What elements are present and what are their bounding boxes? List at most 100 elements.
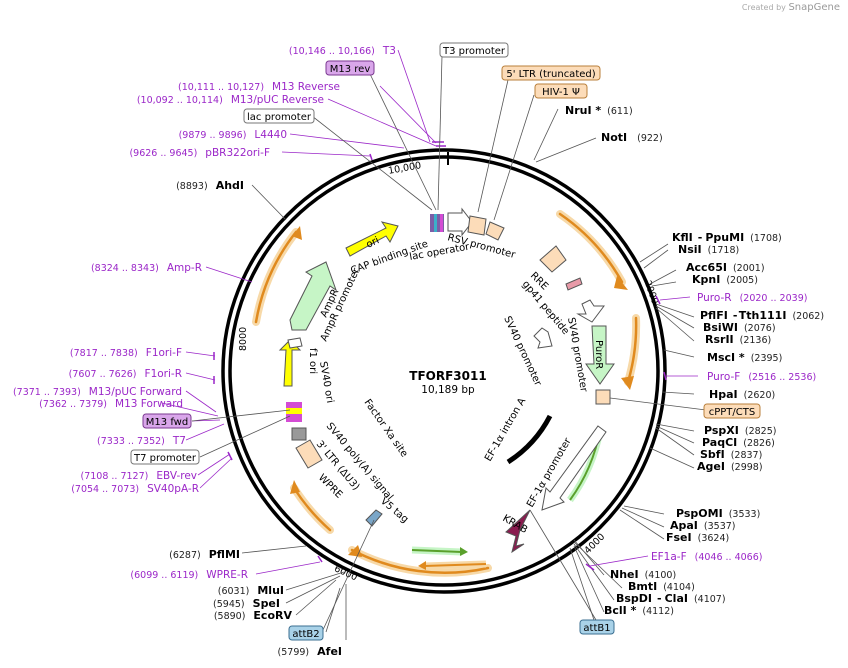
primer-m13puc-reverse: (10,092 .. 10,114)M13/pUC Reverse <box>137 94 324 106</box>
ltr5-block <box>467 215 487 236</box>
box-cppt <box>703 403 761 419</box>
box-lines <box>191 55 707 633</box>
label-v5-tag: V5 tag <box>378 496 410 525</box>
orange-arrowhead-2 <box>621 376 634 390</box>
backbone-inner <box>228 155 660 587</box>
box-m13-rev <box>325 60 375 76</box>
label-sv40ori: SV40 ori <box>317 361 335 404</box>
primer-puro-r: Puro-R(2020 .. 2039) <box>697 292 807 304</box>
plasmid-name: TFORF3011 <box>409 369 486 383</box>
site-paqci: PaqCI(2826) <box>702 436 775 449</box>
sv40ori-stripe-y <box>286 408 302 414</box>
site-noti: NotI(922) <box>601 131 663 144</box>
box-t3-promoter <box>439 42 509 58</box>
primer-lines <box>161 49 698 575</box>
box-hiv <box>534 83 588 99</box>
inner-features <box>278 207 615 554</box>
primer-f1ori-r: (7607 .. 7626)F1ori-R <box>69 368 182 380</box>
primer-l4440: (9879 .. 9896)L4440 <box>179 129 287 141</box>
primer-puro-f: Puro-F(2516 .. 2536) <box>707 371 816 383</box>
site-afei: (5799)AfeI <box>278 645 342 658</box>
site-acc65i: Acc65I(2001) <box>686 261 765 274</box>
primer-m13-reverse: (10,111 .. 10,127)M13 Reverse <box>178 81 340 93</box>
primer-t3: (10,146 .. 10,166)T3 <box>289 45 396 57</box>
primer-wpre-r: (6099 .. 6119)WPRE-R <box>130 569 248 581</box>
box-m13-fwd <box>142 413 192 429</box>
sv40-promoter-arrow-1 <box>576 299 605 323</box>
primer-sv40pa-r: (7054 .. 7073)SV40pA-R <box>71 483 199 495</box>
primer-f1ori-f: (7817 .. 7838)F1ori-F <box>70 347 182 359</box>
box-lac-promoter-text: lac promoter <box>247 112 312 123</box>
box-attb1 <box>579 619 615 635</box>
wpre-block <box>295 439 323 469</box>
site-rsrii: RsrII(2136) <box>705 333 771 346</box>
ef1a-promoter-arrow <box>541 425 607 511</box>
site-nsii: NsiI(1718) <box>678 243 739 256</box>
stripe-a <box>434 214 437 232</box>
box-ltr5-text: 5' LTR (truncated) <box>506 69 595 80</box>
site-spei: (5945)SpeI <box>213 597 280 610</box>
orange-arrowhead-4 <box>290 480 300 494</box>
orange-arc-5-core <box>254 230 298 324</box>
orange-arrowhead-5 <box>292 226 302 240</box>
cppt-block <box>595 389 611 405</box>
orange-arrowhead-inner <box>418 561 426 570</box>
box-lac-promoter <box>243 108 315 124</box>
site-pspomi: PspOMI(3533) <box>676 507 760 520</box>
sv40-promoter-arrow-2 <box>533 327 553 349</box>
site-sbfi: SbfI(2837) <box>700 448 762 461</box>
box-m13-rev-text: M13 rev <box>330 64 371 75</box>
orange-arrowhead-1 <box>614 276 628 290</box>
primer-ebv-rev: (7108 .. 7127)EBV-rev <box>81 470 198 482</box>
site-nrui: NruI *(611) <box>565 104 633 117</box>
box-attb2 <box>288 625 324 641</box>
backbone-outer <box>221 148 667 594</box>
site-pspxi: PspXI(2825) <box>704 424 776 437</box>
box-t7-promoter-text: T7 promoter <box>133 453 197 464</box>
site-pflfi-tth111i: PflFI-Tth111I(2062) <box>700 309 824 322</box>
orange-arc-1 <box>556 210 626 286</box>
sites-left: (8893)AhdI (6287)PflMI (6031)MluI (5945)… <box>169 179 342 658</box>
site-pflmi: (6287)PflMI <box>169 548 240 561</box>
ori-arrow <box>345 221 399 257</box>
snapgene-logo-text: SnapGene <box>788 2 840 13</box>
box-t3-promoter-text: T3 promoter <box>442 46 506 57</box>
label-sv40p-1: SV40 promoter <box>565 317 589 394</box>
primer-labels: (10,146 .. 10,166)T3 (10,111 .. 10,127)M… <box>13 45 816 581</box>
orange-arc-inner-core <box>423 563 487 567</box>
site-bspdi-clai: BspDI-ClaI(4107) <box>616 592 726 605</box>
box-t7-promoter <box>130 449 200 465</box>
site-ahdi: (8893)AhdI <box>176 179 244 192</box>
credit-prefix: Created by <box>741 3 786 12</box>
site-apai: ApaI(3537) <box>670 519 736 532</box>
box-attb1-text: attB1 <box>583 623 610 634</box>
sites-right: NruI *(611) NotI(922) KflI-PpuMI(1708) N… <box>565 104 824 617</box>
site-fsei: FseI(3624) <box>666 531 729 544</box>
orange-arc-1-core <box>558 212 624 284</box>
hiv-block <box>485 221 505 241</box>
rsv-promoter-arrow <box>447 207 473 237</box>
green-arc-2-core <box>411 549 463 553</box>
tick-8000: 8000 <box>238 327 249 351</box>
label-factorxa: Factor Xa site <box>362 397 410 459</box>
orange-arrows <box>252 210 641 577</box>
primer-pbr322ori-f: (9626 .. 9645)pBR322ori-F <box>129 147 270 159</box>
primer-ef1a-f: EF1a-F(4046 .. 4066) <box>651 551 762 563</box>
leader-lines-left <box>241 184 347 640</box>
label-puror: PuroR <box>593 340 604 369</box>
site-msci: MscI *(2395) <box>707 351 782 364</box>
snapgene-credit: Created by SnapGene <box>742 2 840 13</box>
green-arrowhead-2 <box>460 547 468 556</box>
ef1a-intron-arc <box>506 414 553 465</box>
boxed-labels: T3 promoter M13 rev 5' LTR (truncated) H… <box>130 42 761 641</box>
plasmid-size: 10,189 bp <box>421 384 475 396</box>
sv40pa-block <box>291 427 307 441</box>
site-ecorv: (5890)EcoRV <box>214 609 293 622</box>
box-hiv-text: HIV-1 Ψ <box>542 87 580 98</box>
primer-t7: (7333 .. 7352)T7 <box>97 435 186 447</box>
primer-amp-r: (8324 .. 8343)Amp-R <box>91 262 202 274</box>
site-nhei: NheI(4100) <box>610 568 676 581</box>
orange-arc-3-core <box>350 548 490 574</box>
site-bsiwi: BsiWI(2076) <box>703 321 776 334</box>
